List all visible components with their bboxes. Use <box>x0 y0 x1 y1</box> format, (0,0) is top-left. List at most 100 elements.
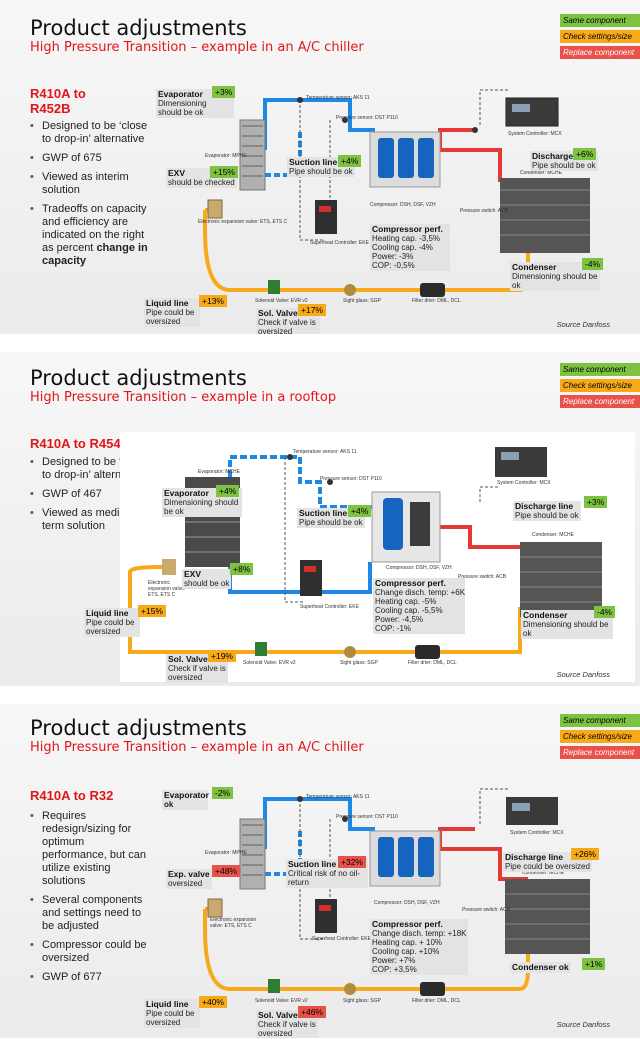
suction-badge: +4% <box>348 505 372 517</box>
callout-text: Dimensioning should be ok <box>512 272 598 290</box>
callout-title: Discharge line <box>532 151 591 161</box>
liquid-callout: Liquid line Pipe could be oversized <box>144 298 200 327</box>
callout-title: Evaporator <box>164 790 209 800</box>
superheat-controller-label: Superheat Controller: EKE <box>300 604 359 610</box>
slide-2: Product adjustments High Pressure Transi… <box>0 352 640 686</box>
refrigeration-circuit-diagram <box>203 89 590 297</box>
temp-sensor-label: Temperature sensor: AKS 11 <box>306 95 370 101</box>
callout-text: oversized <box>168 879 203 888</box>
slide-3: Product adjustments High Pressure Transi… <box>0 704 640 1038</box>
pressure-sensor-label: Pressure sensor: DST P110 <box>320 476 382 482</box>
callout-line: COP: -1% <box>375 624 412 633</box>
source-note: Source Danfoss <box>556 670 610 679</box>
filter-drier-label: Filter drier: DML, DCL <box>408 660 457 666</box>
pressure-sensor-label: Pressure sensor: DST P110 <box>336 115 398 121</box>
callout-text: Pipe could be oversized <box>505 862 590 871</box>
exv-badge: +15% <box>210 166 238 178</box>
bullet-text: Tradeoffs on capacity and efficiency are… <box>42 203 147 254</box>
condenser-badge: +1% <box>582 958 606 970</box>
liquid-badge: +15% <box>138 605 166 617</box>
condenser-label: Condenser: MCHE <box>532 532 574 538</box>
callout-text: Dimensioning should be ok <box>158 99 207 117</box>
compressor-callout: Compressor perf. Change disch. temp: +6K… <box>373 578 465 634</box>
callout-title: Evaporator <box>164 488 209 498</box>
suction-badge: +32% <box>338 856 366 868</box>
solenoid-label: Solenoid Valve: EVR v2 <box>255 298 308 304</box>
solenoid-label: Solenoid Valve: EVR v2 <box>255 998 308 1004</box>
refrigerant-label: R410A to R452B <box>30 86 110 116</box>
sight-glass-label: Sight glass: SGP <box>343 998 381 1004</box>
condenser-label: Condenser: MCHE <box>520 170 562 176</box>
liquid-badge: +13% <box>199 295 227 307</box>
slide-title: Product adjustments <box>30 716 247 740</box>
callout-title: Liquid line <box>146 298 189 308</box>
exv-callout: EXV should be ok <box>182 569 232 589</box>
system-controller-label: System Controller: MCX <box>510 830 564 836</box>
callout-title: Suction line <box>299 508 348 518</box>
callout-line: Change disch. temp: +6K <box>375 588 466 597</box>
callout-title: Evaporator <box>158 89 203 99</box>
solvalve-badge: +19% <box>208 650 236 662</box>
slide-separator <box>0 334 640 352</box>
callout-text: Critical risk of no oil-return <box>288 869 361 887</box>
legend-check: Check settings/size <box>560 30 640 43</box>
suction-badge: +4% <box>338 155 362 167</box>
callout-line: Heating cap. -3,5% <box>372 234 441 243</box>
callout-text: should be checked <box>168 178 235 187</box>
legend-check: Check settings/size <box>560 379 640 392</box>
bullet: GWP of 675 <box>30 152 150 165</box>
callout-title: Sol. Valve <box>258 1010 298 1020</box>
condenser-badge: -4% <box>582 258 604 270</box>
callout-title: Compressor perf. <box>372 919 443 929</box>
callout-line: Power: -4,5% <box>375 615 424 624</box>
exv-callout: Exp. valve oversized <box>166 869 212 889</box>
pressure-sensor-label: Pressure sensor: DST P110 <box>336 814 398 820</box>
callout-title: Compressor perf. <box>372 224 443 234</box>
system-controller-label: System Controller: MCX <box>508 131 562 137</box>
compressor-label: Compressor: DSH, DSF, VZH <box>386 565 452 571</box>
callout-text: Check if valve is oversized <box>258 1020 316 1038</box>
bullet: Designed to be ‘close to drop-in’ altern… <box>30 120 150 146</box>
callout-text: Pipe should be ok <box>299 518 363 527</box>
evaporator-label: Evaporator: MPHE <box>205 153 247 159</box>
liquid-callout: Liquid line Pipe could be oversized <box>84 608 140 637</box>
refrigeration-circuit-diagram <box>203 788 590 996</box>
discharge-badge: +3% <box>584 496 608 508</box>
evaporator-badge: -2% <box>212 787 234 799</box>
sight-glass-label: Sight glass: SGP <box>340 660 378 666</box>
discharge-badge: +6% <box>573 148 597 160</box>
callout-line: COP: +3,5% <box>372 965 417 974</box>
legend-same: Same component <box>560 714 640 727</box>
refrigerant-label: R410A to R32 <box>30 788 114 803</box>
source-note: Source Danfoss <box>556 320 610 329</box>
evaporator-label: Evaporator: MPHE <box>205 850 247 856</box>
exv-badge: +48% <box>212 865 240 877</box>
pressure-switch-label: Pressure switch: ACB <box>458 574 507 580</box>
legend-replace: Replace component <box>560 395 640 408</box>
sight-glass-label: Sight glass: SGP <box>343 298 381 304</box>
callout-line: Change disch. temp: +18K <box>372 929 467 938</box>
exv-label: Electronic expansion valve: ETS, ETS C <box>198 219 288 225</box>
source-note: Source Danfoss <box>556 1020 610 1029</box>
slide-subtitle: High Pressure Transition – example in an… <box>30 740 364 755</box>
bullet: GWP of 677 <box>30 971 150 984</box>
discharge-callout: Discharge line Pipe should be ok <box>513 501 581 521</box>
callout-line: Cooling cap. -5,5% <box>375 606 443 615</box>
solenoid-label: Solenoid Valve: EVR v2 <box>243 660 296 666</box>
pressure-switch-label: Pressure switch: ACB <box>460 208 509 214</box>
slide-separator <box>0 686 640 704</box>
slide-subtitle: High Pressure Transition – example in a … <box>30 390 337 405</box>
callout-line: Heating cap. -5% <box>375 597 437 606</box>
condenser-label: Condenser: MCHE <box>522 870 564 876</box>
exv-label: Electronic expansion valve: ETS, ETS C <box>148 580 186 598</box>
system-controller-label: System Controller: MCX <box>497 480 551 486</box>
bullet: GWP of 467 <box>30 488 150 501</box>
callout-text: Pipe should be ok <box>289 167 353 176</box>
callout-text: should be ok <box>184 579 230 588</box>
callout-title: Condenser <box>512 262 557 272</box>
callout-text: Pipe could be oversized <box>146 1009 195 1027</box>
callout-text: Pipe should be ok <box>532 161 596 170</box>
callout-text: Dimensioning should be ok <box>164 498 239 516</box>
bullet: Viewed as interim solution <box>30 171 150 197</box>
refrigerant-text: R410A to R452B <box>30 86 86 116</box>
